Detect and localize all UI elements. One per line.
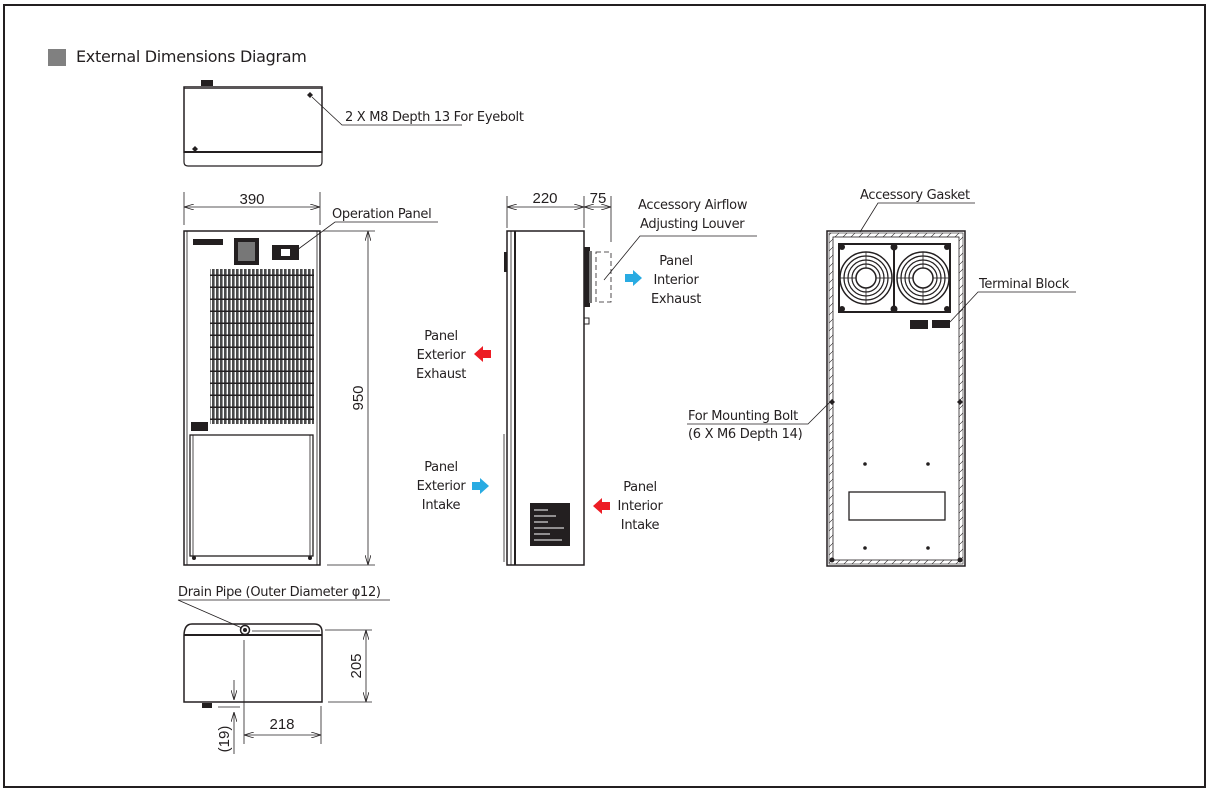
accessory-louver: [595, 251, 612, 303]
svg-text:Panel: Panel: [424, 460, 458, 475]
nameplate: [193, 239, 223, 245]
airflow-arrow-right-icon: [472, 478, 489, 494]
operation-panel-leader: [296, 221, 438, 251]
diagram-frame: [3, 4, 1206, 788]
drain-pipe-leader: [177, 599, 390, 629]
side-depth-dimension: 220: [532, 190, 557, 207]
offset-dimension: 218: [269, 716, 294, 733]
svg-text:Exterior: Exterior: [417, 479, 467, 494]
front-view-body: [183, 230, 321, 566]
bottom-view-body: [183, 623, 323, 703]
diagram-title: External Dimensions Diagram: [76, 47, 307, 66]
airflow-arrow-left-icon: [474, 346, 491, 362]
louver-mount: [584, 247, 590, 307]
eyebolt-leader: [311, 96, 462, 126]
louver-callout-line1: Accessory Airflow: [638, 198, 748, 213]
lower-panel: [189, 434, 314, 557]
svg-text:Exterior: Exterior: [417, 348, 467, 363]
cutout-opening: [848, 491, 946, 521]
svg-text:Intake: Intake: [422, 498, 461, 513]
side-view-body: [506, 230, 585, 566]
depth-dimension: 205: [348, 653, 365, 678]
top-view: 2 X M8 Depth 13 For Eyebolt: [183, 80, 524, 167]
mounting-callout-line1: For Mounting Bolt: [688, 409, 798, 424]
operation-panel-callout: Operation Panel: [332, 207, 431, 222]
svg-text:Intake: Intake: [621, 518, 660, 533]
condenser-grille: [210, 269, 314, 424]
airflow-interior-intake: Panel Interior Intake: [593, 480, 664, 533]
airflow-exterior-intake: Panel Exterior Intake: [417, 460, 489, 513]
eyebolt-hole-icon: [192, 146, 198, 152]
terminal-leader: [949, 291, 1076, 323]
eyebolt-callout: 2 X M8 Depth 13 For Eyebolt: [345, 110, 524, 125]
fan-guard-right: [896, 251, 950, 305]
gasket-callout: Accessory Gasket: [860, 188, 970, 203]
title-marker-square: [48, 49, 66, 66]
svg-text:Interior: Interior: [653, 273, 699, 288]
svg-text:Panel: Panel: [623, 480, 657, 495]
height-dimension: 950: [350, 385, 367, 410]
airflow-arrow-right-icon: [625, 270, 642, 286]
drain-outlet: [202, 703, 212, 708]
top-view-body: [183, 86, 323, 153]
rear-view-body: [826, 230, 966, 567]
mounting-hole-icon: [829, 399, 835, 405]
svg-text:Interior: Interior: [617, 499, 663, 514]
terminal-block: [932, 320, 950, 328]
drain-pipe-callout: Drain Pipe (Outer Diameter φ12): [178, 585, 381, 600]
width-dimension: 390: [239, 191, 264, 208]
airflow-arrow-left-icon: [593, 498, 610, 514]
louver-callout-line2: Adjusting Louver: [640, 217, 745, 232]
drain-pipe-icon: [239, 624, 251, 636]
front-view: 390 Operation Panel 950: [183, 191, 438, 566]
rear-view: Accessory Gasket Terminal Block For Moun…: [687, 188, 1076, 567]
louver-leader: [603, 235, 757, 281]
svg-text:Panel: Panel: [659, 254, 693, 269]
eyebolt-hole-icon: [307, 92, 313, 98]
airflow-exterior-exhaust: Panel Exterior Exhaust: [416, 329, 491, 382]
top-connector: [201, 80, 213, 86]
fan-guard-left: [839, 251, 893, 305]
svg-text:Panel: Panel: [424, 329, 458, 344]
louver-dimension: 75: [590, 190, 607, 207]
gasket-leader: [859, 202, 975, 233]
side-view: 220 75 Accessory Airflow Adjusting Louve…: [416, 190, 757, 566]
mounting-callout-line2: (6 X M6 Depth 14): [688, 427, 802, 442]
terminal-block: [910, 320, 928, 329]
bottom-view: Drain Pipe (Outer Diameter φ12) 205 218 …: [177, 585, 390, 754]
svg-text:Exhaust: Exhaust: [416, 367, 466, 382]
label-plate: [191, 422, 208, 431]
mounting-leader: [687, 399, 833, 425]
svg-text:Exhaust: Exhaust: [651, 292, 701, 307]
terminal-callout: Terminal Block: [978, 277, 1070, 292]
airflow-interior-exhaust: Panel Interior Exhaust: [625, 254, 702, 307]
foot-dimension: (19): [216, 726, 233, 753]
mounting-hole-icon: [957, 399, 963, 405]
